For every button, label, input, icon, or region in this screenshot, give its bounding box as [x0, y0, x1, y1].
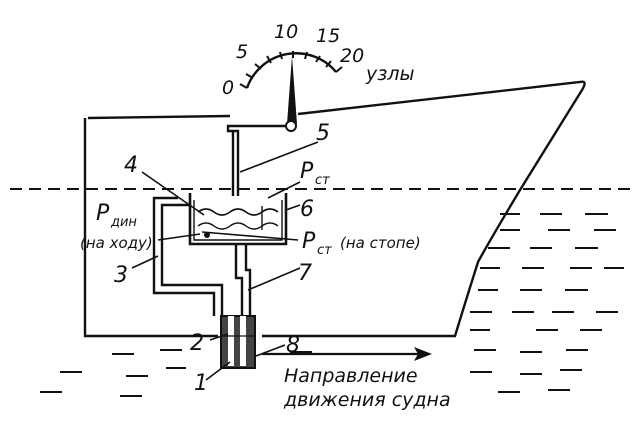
label-p-st-mid-sub: ст: [317, 243, 332, 258]
label-p-st-mid: P: [302, 229, 316, 254]
label-8: 8: [286, 333, 300, 358]
dial-tick-5: 5: [236, 41, 248, 63]
static-tube: [234, 244, 252, 316]
speed-dial: [239, 51, 343, 132]
dynamic-tube: [152, 196, 224, 316]
dial-tick-15: 15: [316, 25, 340, 47]
label-3: 3: [114, 263, 128, 288]
dial-tick-0: 0: [222, 77, 234, 99]
hull-outline: [83, 80, 586, 338]
linkage-rod: [226, 124, 287, 196]
pressure-vessel: [188, 193, 288, 246]
caption-line-2: движения судна: [283, 389, 451, 411]
label-p-din: P: [96, 201, 110, 226]
label-4: 4: [124, 153, 138, 178]
label-p-din-sub: дин: [110, 215, 137, 230]
direction-arrow: [262, 347, 432, 361]
pitot-receiver: [220, 315, 256, 369]
water-hatching: [40, 213, 624, 397]
label-p-din-note: (на ходу): [80, 234, 153, 252]
dial-unit: узлы: [365, 63, 415, 85]
label-p-st-top-sub: ст: [315, 173, 330, 188]
label-p-st-top: P: [300, 159, 314, 184]
dial-tick-10: 10: [274, 21, 298, 43]
dial-tick-20: 20: [340, 45, 364, 67]
label-7: 7: [298, 261, 312, 286]
label-2: 2: [190, 331, 204, 356]
label-6: 6: [300, 197, 314, 222]
label-p-st-mid-note: (на стопе): [340, 234, 421, 252]
label-5: 5: [316, 121, 330, 146]
label-1: 1: [194, 371, 208, 396]
caption-line-1: Направление: [284, 365, 418, 387]
leader-lines: [131, 141, 319, 381]
